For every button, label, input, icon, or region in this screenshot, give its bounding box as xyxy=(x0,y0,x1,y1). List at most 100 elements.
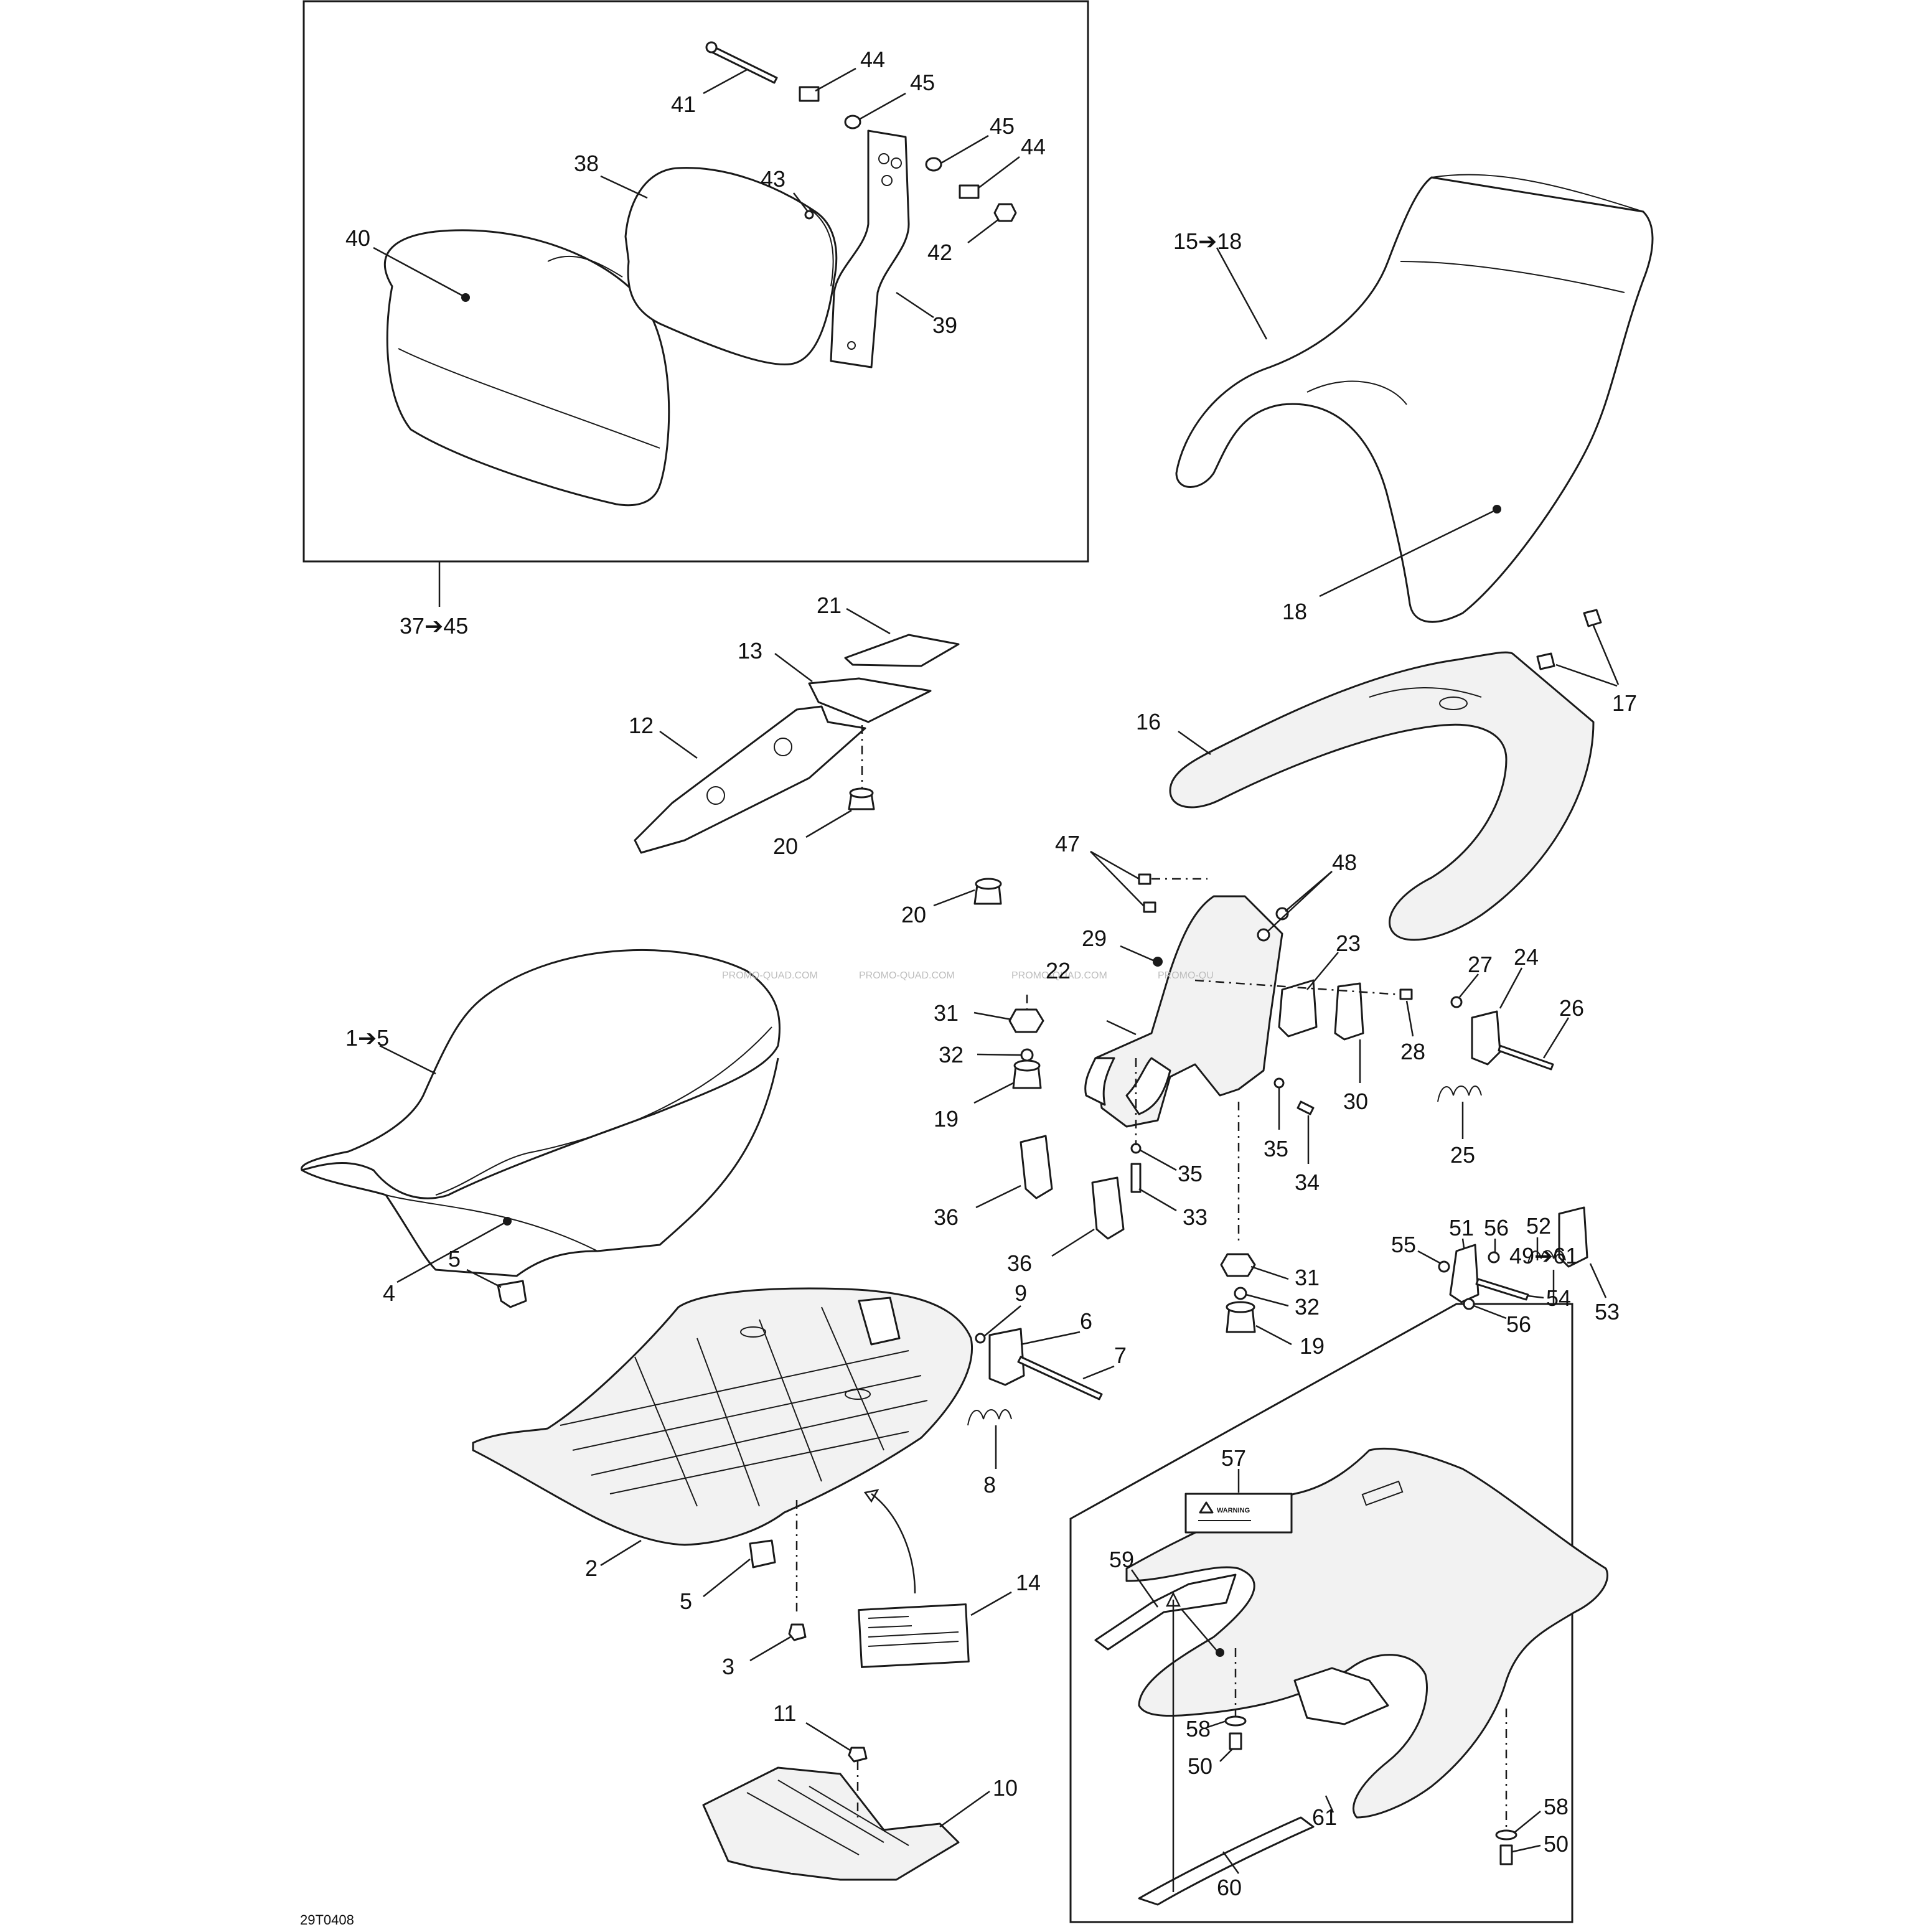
callout-44: 44 xyxy=(860,47,885,72)
callout-32: 32 xyxy=(939,1042,964,1067)
callout-19: 19 xyxy=(1300,1333,1325,1359)
callout-43: 43 xyxy=(761,166,785,192)
plate-31b xyxy=(1220,1253,1256,1277)
callout-51: 51 xyxy=(1449,1215,1474,1240)
screw-50b xyxy=(1499,1844,1513,1865)
rear-seat-base-16 xyxy=(1169,651,1595,941)
callout-36: 36 xyxy=(1007,1250,1032,1276)
callout-38: 38 xyxy=(574,151,599,176)
callout-30: 30 xyxy=(1343,1089,1368,1114)
callout-48: 48 xyxy=(1332,850,1357,875)
washer-58a xyxy=(1224,1715,1247,1727)
backrest-kit-group xyxy=(302,0,1089,607)
clip-17b xyxy=(1536,652,1555,670)
callout-21: 21 xyxy=(817,593,842,618)
callout-9: 9 xyxy=(1015,1280,1027,1306)
spring-25 xyxy=(1437,1086,1482,1102)
screw-50a xyxy=(1229,1732,1242,1750)
callout-56: 56 xyxy=(1484,1215,1509,1240)
callout-23: 23 xyxy=(1336,931,1361,956)
callout-19: 19 xyxy=(934,1106,959,1132)
callout-24: 24 xyxy=(1514,944,1539,970)
washer-45-top xyxy=(844,115,861,129)
callout-52: 52 xyxy=(1526,1213,1551,1239)
front-seat-cushion-4 xyxy=(301,949,781,1277)
callout-5: 5 xyxy=(680,1588,692,1614)
rear-base-kit-group: WARNING xyxy=(1069,1206,1609,1923)
nut-55 xyxy=(1438,1260,1450,1273)
screw-34 xyxy=(1297,1100,1315,1115)
latch-53 xyxy=(1558,1206,1588,1268)
screw-43 xyxy=(804,210,814,220)
bolt-41 xyxy=(706,44,778,84)
plate-10 xyxy=(702,1766,960,1881)
callout-26: 26 xyxy=(1559,995,1584,1021)
clip-5a xyxy=(497,1280,527,1308)
washer-45-right xyxy=(925,157,942,172)
washer-35b xyxy=(1130,1143,1142,1154)
callout-16: 16 xyxy=(1136,709,1161,734)
callout-39: 39 xyxy=(932,312,957,338)
screw-47a xyxy=(1138,873,1151,885)
callout-10: 10 xyxy=(993,1775,1018,1801)
callout-20: 20 xyxy=(773,833,798,859)
callout-55: 55 xyxy=(1391,1232,1416,1257)
callout-17: 17 xyxy=(1612,690,1637,716)
washer-58b xyxy=(1495,1829,1517,1841)
callout-18: 18 xyxy=(1282,599,1307,624)
screw-33 xyxy=(1130,1163,1142,1193)
callout-44: 44 xyxy=(1021,134,1046,159)
callout-42: 42 xyxy=(927,240,952,265)
callout-41: 41 xyxy=(671,91,696,117)
rear-seat-group xyxy=(1175,174,1654,623)
screw-56b xyxy=(1463,1298,1475,1310)
bolt-54 xyxy=(1475,1278,1529,1301)
callout-34: 34 xyxy=(1295,1170,1320,1195)
washer-35a xyxy=(1273,1077,1285,1089)
bolt-7 xyxy=(1017,1356,1103,1400)
watermark-text-1: PROMO-QUAD.COM xyxy=(722,970,818,981)
callout-13: 13 xyxy=(738,638,762,664)
rear-seat-base-group xyxy=(1169,609,1620,941)
callout-56: 56 xyxy=(1506,1311,1531,1337)
backrest-pad xyxy=(624,167,838,366)
callout-12: 12 xyxy=(629,713,654,738)
callout-4: 4 xyxy=(383,1280,395,1306)
callout-50: 50 xyxy=(1544,1831,1569,1857)
clip-17a xyxy=(1583,609,1602,627)
figure-id: 29T0408 xyxy=(300,1912,354,1928)
callout-14: 14 xyxy=(1016,1570,1041,1595)
callout-7: 7 xyxy=(1114,1343,1127,1368)
front-seat-group xyxy=(301,949,781,1283)
latch-51 xyxy=(1449,1244,1479,1303)
callout-31: 31 xyxy=(934,1000,959,1026)
nut-42 xyxy=(993,203,1017,222)
callout-59: 59 xyxy=(1109,1547,1134,1572)
callout-53: 53 xyxy=(1595,1299,1620,1325)
callout-45: 45 xyxy=(990,113,1015,139)
pad-30 xyxy=(1334,982,1364,1041)
washer-32a xyxy=(1020,1048,1034,1062)
center-bracket-group xyxy=(973,850,1333,1346)
pad-13 xyxy=(808,677,932,723)
nut-9 xyxy=(975,1333,986,1344)
callout-50: 50 xyxy=(1188,1753,1212,1779)
callout-40: 40 xyxy=(345,225,370,251)
strip-59 xyxy=(1094,1573,1237,1651)
nut-48a xyxy=(1275,907,1289,921)
callout-37-45: 37➔45 xyxy=(400,613,468,639)
pad-12 xyxy=(634,705,866,854)
watermark-text-4: PROMO-QU xyxy=(1158,970,1214,981)
callout-31: 31 xyxy=(1295,1265,1320,1290)
callout-1-5: 1➔5 xyxy=(345,1025,389,1051)
bracket-22 xyxy=(1094,895,1283,1128)
washer-32b xyxy=(1234,1287,1247,1300)
callout-49-61: 49➔61 xyxy=(1509,1243,1578,1268)
warning-label-text: WARNING xyxy=(1217,1507,1250,1514)
callout-11: 11 xyxy=(773,1700,796,1726)
callout-29: 29 xyxy=(1082,926,1107,951)
callout-2: 2 xyxy=(585,1555,598,1581)
spring-8 xyxy=(967,1409,1012,1426)
callout-6: 6 xyxy=(1080,1308,1092,1334)
